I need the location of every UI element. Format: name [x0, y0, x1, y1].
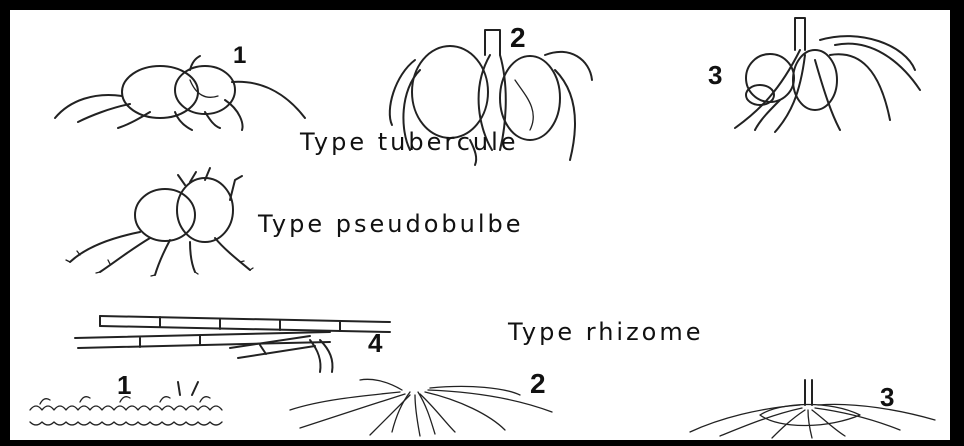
rhizome-drawing — [75, 316, 390, 372]
label-type-pseudobulbe: Type pseudobulbe — [258, 210, 524, 238]
number-label-top-2: 2 — [510, 22, 526, 54]
label-type-tubercule: Type tubercule — [300, 128, 519, 156]
number-label-bottom-3: 3 — [880, 382, 894, 413]
label-type-rhizome: Type rhizome — [508, 318, 704, 346]
number-label-bottom-1: 1 — [117, 370, 131, 401]
number-label-top-1: 1 — [233, 42, 246, 70]
bottom-drawing-3 — [690, 380, 935, 438]
number-label-bottom-2: 2 — [530, 368, 546, 400]
tuber-drawing-1 — [55, 56, 305, 130]
number-label-top-3: 3 — [708, 60, 722, 91]
number-label-rhizome-4: 4 — [368, 328, 382, 359]
tuber-drawing-3 — [735, 18, 920, 132]
pseudobulb-drawing — [66, 168, 253, 276]
bottom-drawing-2 — [290, 379, 552, 436]
